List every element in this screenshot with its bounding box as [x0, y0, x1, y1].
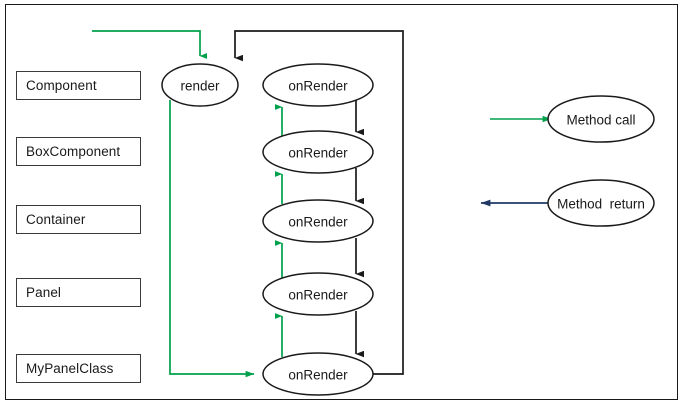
legend-node-method-return[interactable]	[547, 179, 655, 227]
edge-loopback-bottom-to-first-onrender	[234, 30, 404, 375]
class-box-label: Panel	[26, 285, 62, 300]
class-box-label: MyPanelClass	[26, 361, 114, 376]
legend-node-method-call[interactable]	[547, 95, 655, 143]
class-box-panel[interactable]: Panel	[16, 278, 141, 307]
node-onrender-1[interactable]	[262, 63, 374, 107]
edge-render-to-bottom-onrender	[169, 100, 255, 378]
diagram-outer-border	[5, 4, 678, 400]
node-onrender-2[interactable]	[262, 130, 374, 174]
node-onrender-4[interactable]	[262, 272, 374, 316]
class-box-label: BoxComponent	[26, 144, 121, 159]
node-render[interactable]	[161, 63, 239, 107]
class-box-mypanelclass[interactable]: MyPanelClass	[16, 354, 141, 383]
class-box-boxcomponent[interactable]: BoxComponent	[16, 137, 141, 166]
edge-entry-call-into-render	[92, 30, 208, 59]
class-box-label: Component	[26, 78, 97, 93]
node-onrender-3[interactable]	[262, 199, 374, 243]
node-onrender-5[interactable]	[262, 352, 374, 396]
class-box-component[interactable]: Component	[16, 71, 141, 100]
class-box-label: Container	[26, 212, 86, 227]
class-box-container[interactable]: Container	[16, 205, 141, 234]
